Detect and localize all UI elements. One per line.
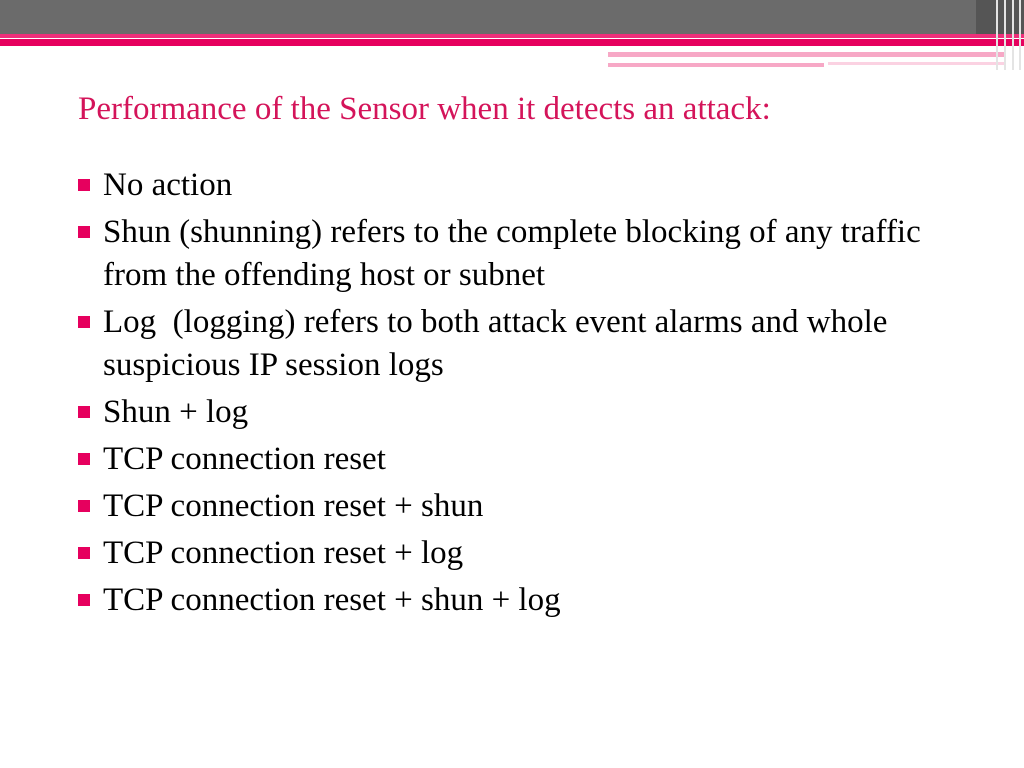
list-item-text: No action [103,167,233,203]
list-item-text: TCP connection reset + shun [103,488,484,524]
list-item: TCP connection reset + log [78,532,978,575]
square-bullet-icon [78,316,90,328]
header-band [0,0,1024,34]
header-band-corner [976,0,1024,34]
list-item: Shun (shunning) refers to the complete b… [78,211,978,297]
square-bullet-icon [78,547,90,559]
list-item-text: Shun + log [103,394,249,430]
decor-vertical-line [1012,0,1014,70]
decor-accent-bar-long [608,52,1004,57]
list-item: TCP connection reset + shun + log [78,579,978,622]
list-item-text: TCP connection reset + shun + log [103,582,561,618]
header-stripe-light [0,34,1024,38]
list-item-text: Shun (shunning) refers to the complete b… [103,214,921,293]
header-stripe-dark [0,39,1024,46]
list-item-text: Log (logging) refers to both attack even… [103,304,896,383]
decor-vertical-line [1019,0,1021,70]
decor-vertical-line [996,0,998,70]
bullet-list: No action Shun (shunning) refers to the … [78,164,978,622]
list-item-text: TCP connection reset + log [103,535,464,571]
list-item: TCP connection reset + shun [78,485,978,528]
square-bullet-icon [78,406,90,418]
decor-accent-bar-short [608,63,824,67]
list-item-text: TCP connection reset [103,441,386,477]
square-bullet-icon [78,500,90,512]
slide-heading: Performance of the Sensor when it detect… [78,91,771,127]
square-bullet-icon [78,453,90,465]
square-bullet-icon [78,226,90,238]
slide-content: Performance of the Sensor when it detect… [78,88,978,626]
square-bullet-icon [78,179,90,191]
list-item: No action [78,164,978,207]
list-item: Log (logging) refers to both attack even… [78,301,978,387]
decor-accent-bar-faint [828,62,1004,65]
square-bullet-icon [78,594,90,606]
decor-vertical-line [1004,0,1006,70]
list-item: TCP connection reset [78,438,978,481]
list-item: Shun + log [78,391,978,434]
